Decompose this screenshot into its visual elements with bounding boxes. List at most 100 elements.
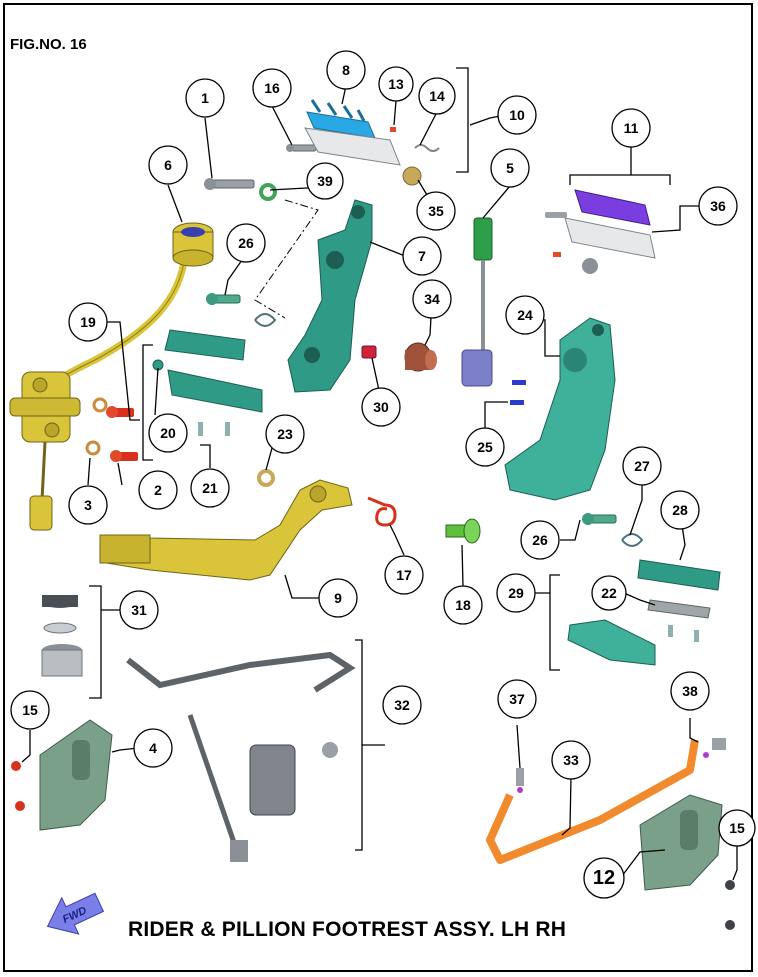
callout-30-label: 30 xyxy=(373,399,389,415)
callout-36-label: 36 xyxy=(710,198,726,214)
callout-34-label: 34 xyxy=(424,291,440,307)
part-32-master-cylinder-kit xyxy=(126,651,356,862)
callout-6-label: 6 xyxy=(164,157,172,173)
part-34-bush xyxy=(404,342,437,372)
part-7-footrest-bracket xyxy=(287,199,373,393)
part-1-bolt xyxy=(204,178,255,190)
callout-32: 32 xyxy=(382,685,422,725)
callout-39: 39 xyxy=(306,162,344,200)
rider-footrest-lh xyxy=(152,329,263,413)
callout-33: 33 xyxy=(551,740,591,780)
part-25-screws xyxy=(510,380,526,405)
callout-15-lh: 15 xyxy=(10,690,50,730)
callout-11: 11 xyxy=(611,108,651,148)
part-6-brake-reservoir-pipe xyxy=(42,222,214,395)
part-4-heel-guard xyxy=(39,719,113,831)
part-17-return-spring xyxy=(367,496,397,527)
part-31-reservoir-parts xyxy=(41,595,83,677)
part-37-bolt xyxy=(516,768,524,793)
callout-30: 30 xyxy=(361,387,401,427)
callout-3-label: 3 xyxy=(84,497,92,513)
callout-9: 9 xyxy=(318,578,358,618)
callout-35: 35 xyxy=(416,191,456,231)
callout-4-label: 4 xyxy=(149,740,157,756)
callout-35-label: 35 xyxy=(428,203,444,219)
callout-26-left-label: 26 xyxy=(238,235,254,251)
part-11-pillion-footpeg xyxy=(545,189,656,274)
callout-5: 5 xyxy=(490,148,530,188)
callout-25-label: 25 xyxy=(477,439,493,455)
part-22-plate xyxy=(647,599,711,642)
callout-6: 6 xyxy=(148,145,188,185)
callout-22-label: 22 xyxy=(601,585,617,601)
part-23-washer xyxy=(257,469,275,487)
callout-5-label: 5 xyxy=(506,160,514,176)
spring-clip-left xyxy=(254,313,277,327)
callout-15-rh-label: 15 xyxy=(729,820,745,836)
part-26-bolt-left xyxy=(206,293,241,305)
callout-8: 8 xyxy=(326,50,366,90)
callout-8-label: 8 xyxy=(342,62,350,78)
callout-25: 25 xyxy=(465,427,505,467)
callout-26-left: 26 xyxy=(226,223,266,263)
callout-36: 36 xyxy=(698,186,738,226)
page-border xyxy=(3,3,753,972)
rider-footpeg-body xyxy=(304,127,401,166)
callout-20: 20 xyxy=(148,413,188,453)
callout-23-label: 23 xyxy=(277,426,293,442)
part-30-bush xyxy=(361,345,377,359)
part-5-brake-switch xyxy=(461,217,493,387)
callout-23: 23 xyxy=(265,414,305,454)
callout-13-label: 13 xyxy=(388,76,404,92)
figure-number: FIG.NO. 16 xyxy=(10,36,87,53)
callout-10: 10 xyxy=(497,95,537,135)
part-16-bolt xyxy=(286,144,317,152)
callout-1-label: 1 xyxy=(201,90,209,106)
callout-21-label: 21 xyxy=(202,480,218,496)
callout-1: 1 xyxy=(185,78,225,118)
part-21-screws xyxy=(198,422,230,436)
callout-32-label: 32 xyxy=(394,697,410,713)
assembly-guide-lines xyxy=(254,199,319,319)
callout-16: 16 xyxy=(252,68,292,108)
callout-16-label: 16 xyxy=(264,80,280,96)
part-33-brake-rod xyxy=(486,739,699,864)
callout-26-right: 26 xyxy=(520,520,560,560)
callout-26-right-label: 26 xyxy=(532,532,548,548)
part-3-washers xyxy=(85,397,108,456)
part-26-bolt-right xyxy=(582,513,617,525)
callout-34: 34 xyxy=(412,279,452,319)
callout-19-label: 19 xyxy=(80,314,96,330)
callout-38-label: 38 xyxy=(682,683,698,699)
callout-19: 19 xyxy=(68,302,108,342)
callout-33-label: 33 xyxy=(563,752,579,768)
callout-24-label: 24 xyxy=(517,307,533,323)
callout-39-label: 39 xyxy=(317,173,333,189)
callout-9-label: 9 xyxy=(334,590,342,606)
callout-22: 22 xyxy=(591,575,627,611)
callout-20-label: 20 xyxy=(160,425,176,441)
part-2-bolts xyxy=(106,406,138,462)
part-15-screws-rh xyxy=(725,880,735,930)
callout-17: 17 xyxy=(384,555,424,595)
callout-37: 37 xyxy=(497,679,537,719)
callout-28-label: 28 xyxy=(672,502,688,518)
part-35-detent-plate xyxy=(402,166,422,186)
callout-2-label: 2 xyxy=(154,482,162,498)
callout-21: 21 xyxy=(190,468,230,508)
diagram-title: RIDER & PILLION FOOTREST ASSY. LH RH xyxy=(128,918,567,941)
part-15-screws-lh xyxy=(11,761,25,811)
callout-28: 28 xyxy=(660,490,700,530)
callout-15-rh: 15 xyxy=(718,809,756,847)
callout-24: 24 xyxy=(505,295,545,335)
part-13-pin xyxy=(390,127,396,132)
part-39-washer xyxy=(259,183,277,201)
part-12-heel-guard xyxy=(639,794,723,891)
callout-2: 2 xyxy=(138,470,178,510)
callout-13: 13 xyxy=(378,66,414,102)
callout-38: 38 xyxy=(670,671,710,711)
callout-12-label: 12 xyxy=(593,867,615,889)
part-29-footrest-base xyxy=(567,619,656,666)
callout-14-label: 14 xyxy=(429,88,445,104)
